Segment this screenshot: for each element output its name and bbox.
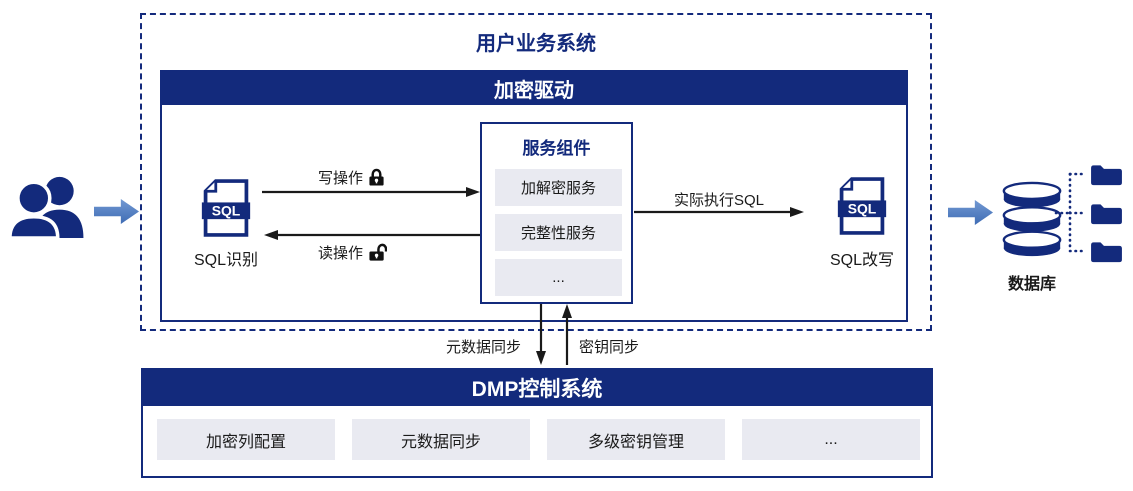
metadata-sync-label: 元数据同步 [446, 336, 521, 357]
user-business-system-box [140, 13, 932, 331]
dmp-item-encrypted-column-config: 加密列配置 [157, 419, 335, 460]
encryption-driver-header: 加密驱动 [162, 72, 906, 105]
database-icon [1001, 181, 1063, 259]
metadata-sync-text: 元数据同步 [446, 339, 522, 356]
write-flow-text: 写操作 [318, 170, 364, 187]
dmp-control-system-header: DMP控制系统 [143, 370, 931, 406]
lock-open-icon [368, 243, 388, 262]
users-icon [8, 176, 88, 238]
service-item-integrity: 完整性服务 [495, 214, 622, 251]
dmp-control-system-box: DMP控制系统 加密列配置 元数据同步 多级密钥管理 ... [141, 368, 933, 478]
service-components-title: 服务组件 [522, 139, 591, 158]
lock-closed-icon [368, 168, 385, 187]
key-sync-text: 密钥同步 [579, 339, 640, 356]
sql-badge-text: SQL [848, 200, 877, 216]
sql-file-icon-left: SQL [200, 178, 252, 238]
execute-sql-label: 实际执行SQL [674, 189, 764, 210]
folder-icon-middle [1086, 201, 1127, 225]
folder-icon-top [1086, 162, 1127, 186]
database-label: 数据库 [1007, 276, 1056, 293]
key-sync-label: 密钥同步 [579, 336, 639, 357]
folder-icon-bottom [1086, 239, 1127, 263]
sql-file-icon-right: SQL [836, 176, 888, 236]
user-business-system-title: 用户业务系统 [476, 33, 596, 55]
read-flow-label: 读操作 [318, 242, 388, 263]
service-components-box: 服务组件 加解密服务 完整性服务 ... [480, 122, 633, 304]
dmp-item-more: ... [742, 419, 920, 460]
sql-recognition-label: SQL识别 [193, 252, 259, 269]
service-item-encrypt-decrypt: 加解密服务 [495, 169, 622, 206]
dmp-item-metadata-sync: 元数据同步 [352, 419, 530, 460]
execute-sql-text: 实际执行SQL [674, 192, 765, 209]
service-item-more: ... [495, 259, 622, 296]
read-flow-text: 读操作 [318, 245, 364, 262]
flow-arrow-icon-left [94, 198, 140, 225]
sql-rewrite-label: SQL改写 [829, 252, 895, 269]
flow-arrow-icon-right [948, 199, 994, 226]
dmp-item-multilevel-key-management: 多级密钥管理 [547, 419, 725, 460]
write-flow-label: 写操作 [318, 167, 385, 188]
sql-badge-text: SQL [212, 202, 241, 218]
metadata-sync-arrow-head [536, 351, 546, 365]
